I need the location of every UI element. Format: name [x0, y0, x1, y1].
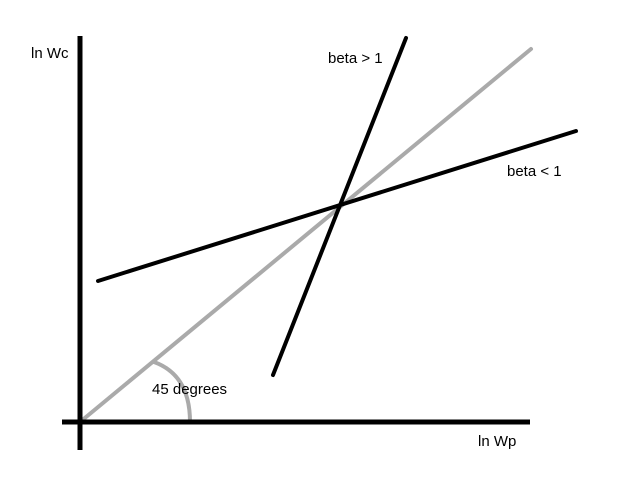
angle-arc [152, 360, 192, 424]
diagonal-45-line [78, 47, 533, 424]
y-axis-label: ln Wc [31, 45, 69, 62]
angle-label: 45 degrees [152, 381, 227, 398]
shallow-line-label: beta < 1 [507, 163, 562, 180]
x-axis-label: ln Wp [478, 433, 516, 450]
beta-less-than-one-line [96, 129, 578, 283]
steep-line-label: beta > 1 [328, 50, 383, 67]
